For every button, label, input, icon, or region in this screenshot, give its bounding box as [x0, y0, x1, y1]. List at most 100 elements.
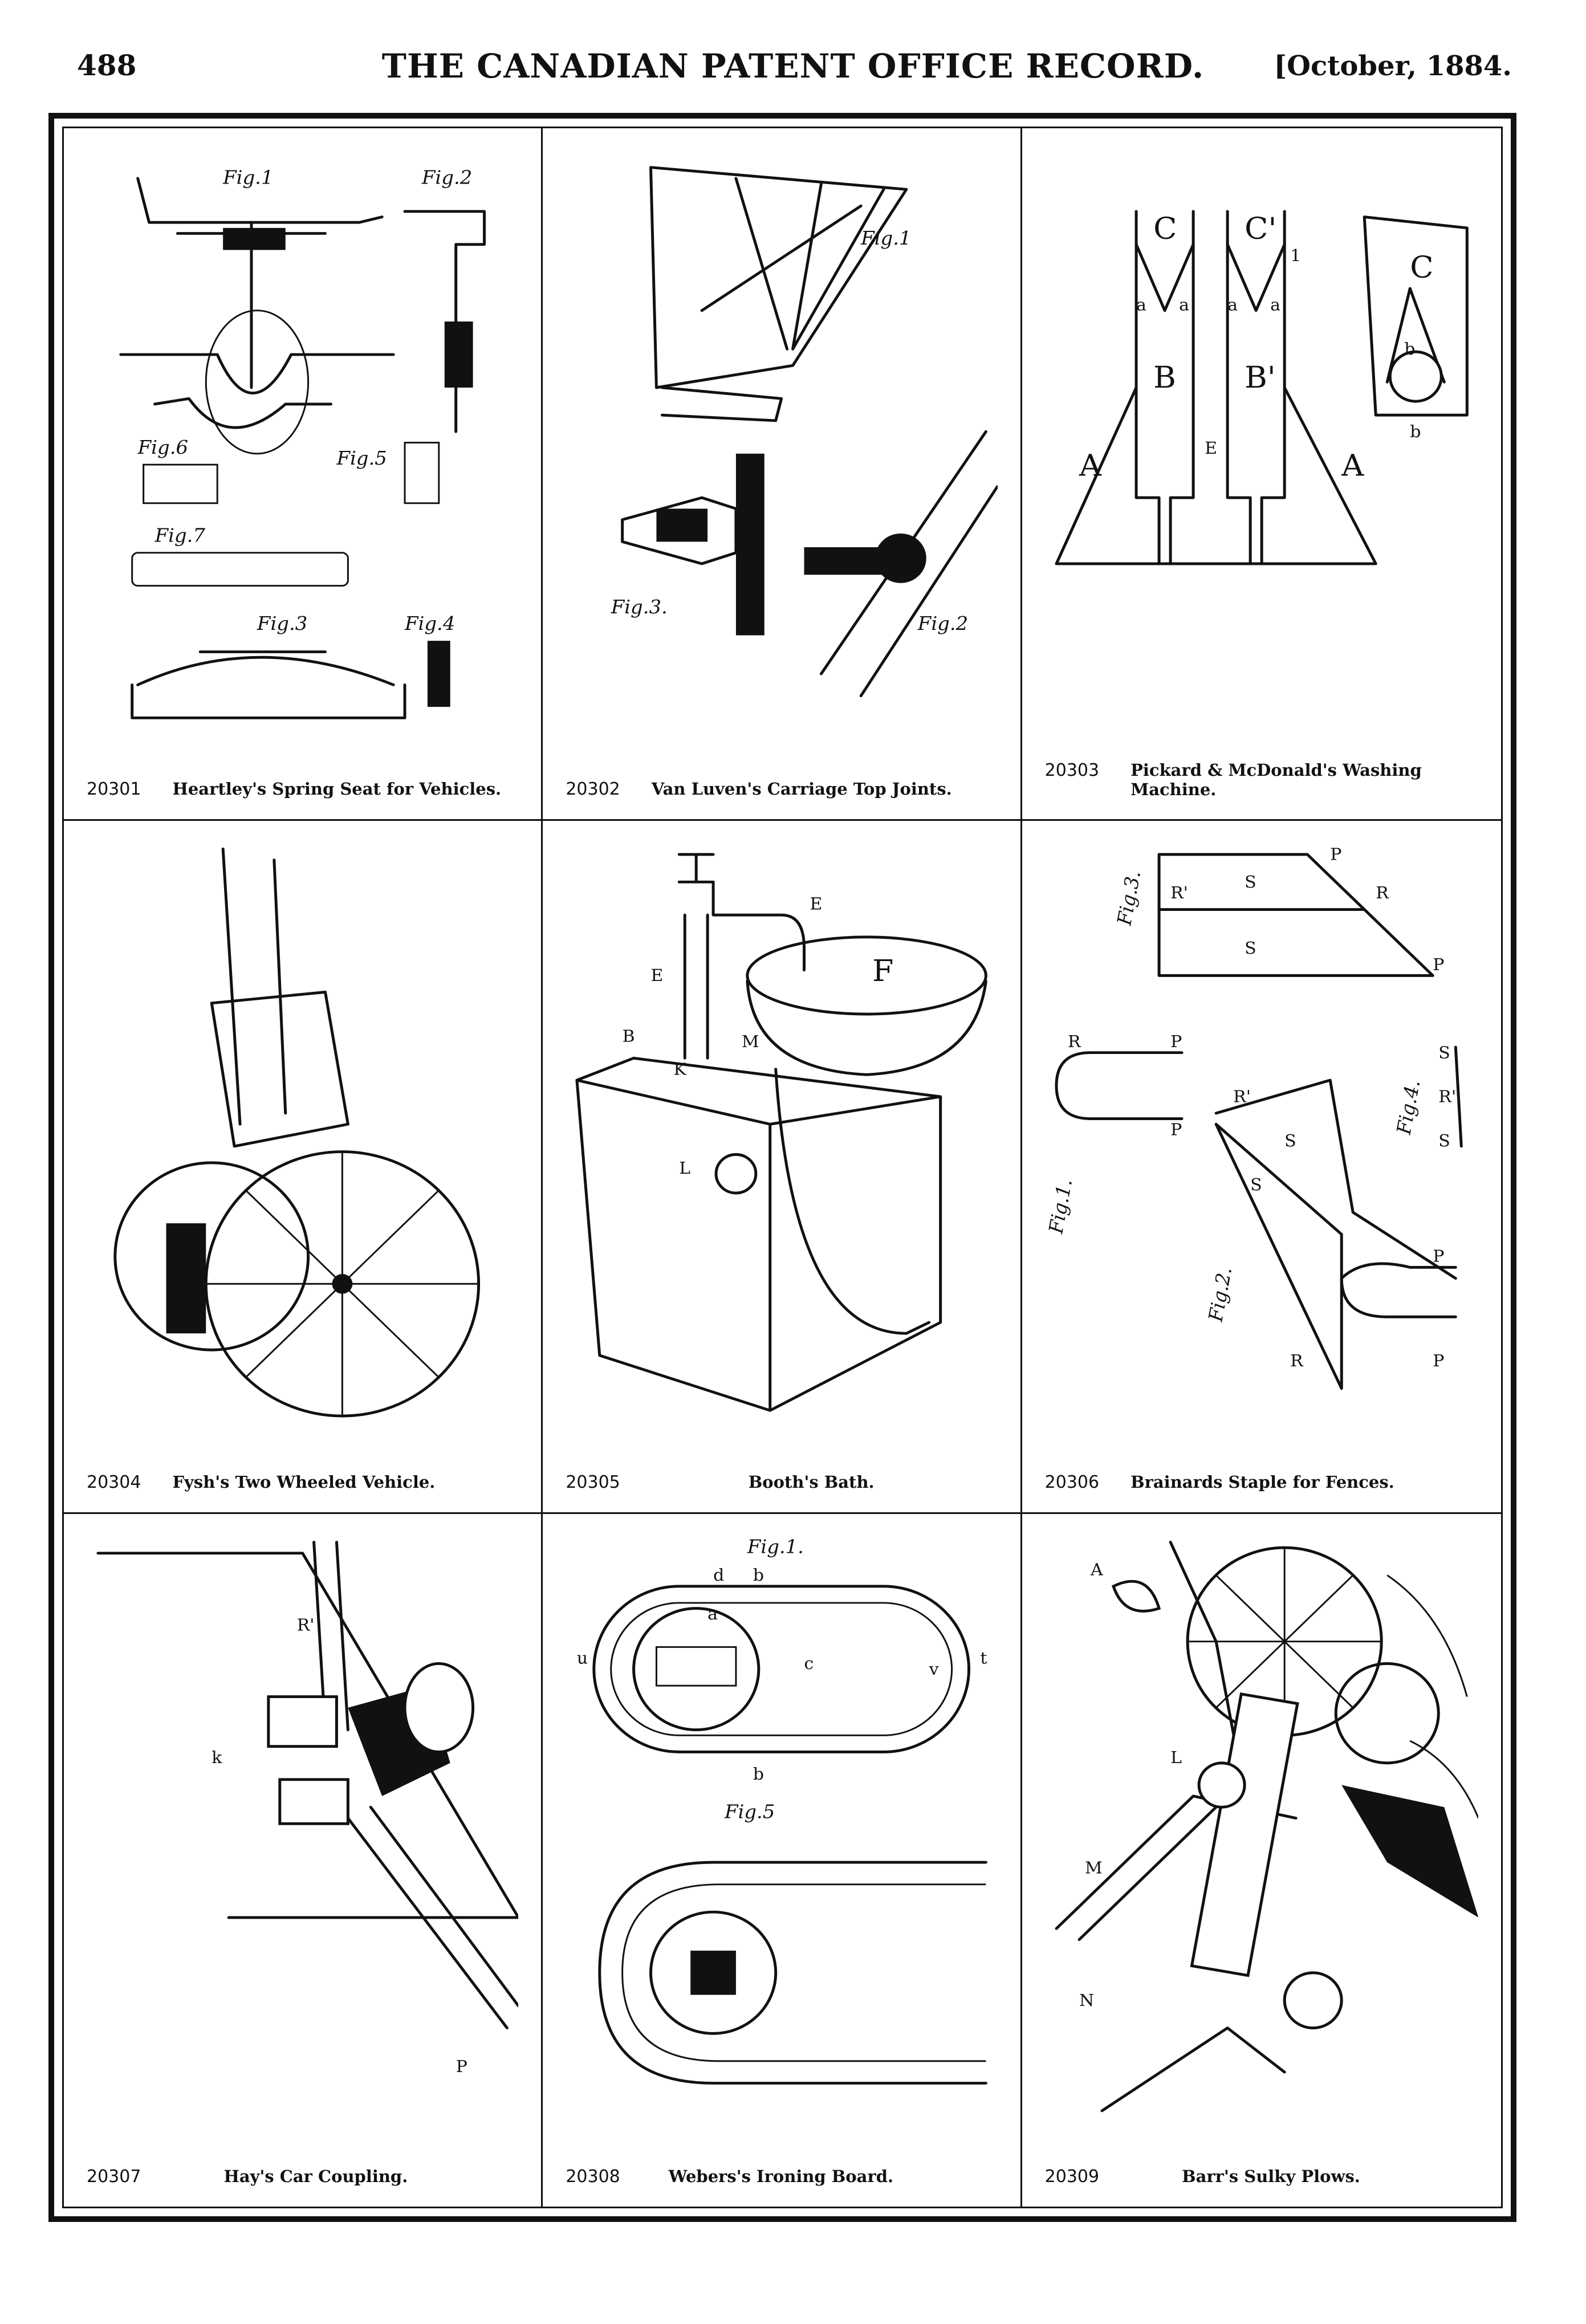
fig-label: Fig.4 — [404, 612, 455, 634]
label: P — [1170, 1032, 1182, 1051]
plate-cell-20303: C C' a a a a 1 B B' E A A C — [1022, 128, 1501, 821]
furrow-wheel — [1334, 1662, 1440, 1764]
label: S — [1245, 873, 1256, 892]
v-rollers — [1134, 243, 1286, 312]
label: A — [1341, 448, 1364, 483]
drawing-bath: E F E B M K L — [566, 838, 997, 1443]
label: L — [1170, 1748, 1182, 1767]
spring-frame — [119, 353, 395, 394]
label: S — [1250, 1175, 1262, 1194]
bath-tub-curve — [774, 1068, 931, 1335]
label: u — [577, 1648, 588, 1667]
label: S — [1438, 1132, 1450, 1150]
tub-body — [1055, 386, 1377, 565]
roller-hub — [1388, 350, 1443, 403]
label: C — [1410, 250, 1433, 285]
fig-label: Fig.3 — [257, 612, 307, 634]
car-coupling-illustration: R' k P — [96, 1540, 520, 2076]
plate-caption: 20306 Brainards Staple for Fences. — [1045, 1472, 1484, 1492]
plate-cell-20305: E F E B M K L 20305 Booth's Bath. — [543, 821, 1022, 1514]
plate-caption: 20309 Barr's Sulky Plows. — [1045, 2167, 1484, 2187]
vehicle-illustration — [113, 848, 481, 1418]
staple-u — [1055, 1051, 1184, 1121]
staple-plate — [1157, 853, 1434, 978]
left-wall — [1134, 210, 1161, 565]
patent-title: Van Luven's Carriage Top Joints. — [651, 779, 952, 799]
label: E — [810, 894, 823, 913]
drawing-carriage-top-joints: Fig.1 Fig.3. Fig.2 — [566, 145, 999, 751]
drawing-ironing-board: Fig.1. d b a c v t u b Fig.5 — [566, 1531, 997, 2138]
label: S — [1438, 1043, 1450, 1062]
plate-cell-20304: 20304 Fysh's Two Wheeled Vehicle. — [64, 821, 543, 1514]
sulky-plow-illustration: A M N L — [1055, 1540, 1479, 2112]
label: S — [1245, 939, 1256, 958]
heater-ring-end — [649, 1910, 778, 2035]
label: E — [1205, 438, 1217, 457]
label: P — [1170, 1120, 1182, 1139]
fig-label: Fig.7 — [154, 524, 206, 546]
label: t — [981, 1648, 987, 1667]
label: c — [804, 1654, 814, 1673]
page-header: 488 THE CANADIAN PATENT OFFICE RECORD. [… — [0, 0, 1586, 108]
draw-bar — [346, 1805, 520, 2029]
fig-label: Fig.4. — [1392, 1078, 1425, 1137]
roller-cone — [1385, 287, 1446, 384]
board-end-inner — [621, 1883, 986, 2062]
plate-grid: Fig.1 Fig.2 Fig.6 Fig.5 Fig.7 — [62, 127, 1503, 2208]
beam-frame — [1190, 1692, 1299, 1977]
wheel-hub — [332, 1274, 353, 1294]
patent-title: Pickard & McDonald's Washing Machine. — [1130, 760, 1422, 800]
staple-end — [1340, 1262, 1457, 1318]
patent-number: 20304 — [87, 1472, 141, 1492]
fence-staple-illustration: Fig.3. S S R R' P P Fig.1. R P P R' — [1044, 845, 1463, 1390]
fig-label: Fig.1. — [1045, 1178, 1076, 1236]
tap-handle — [678, 853, 715, 884]
issue-date: [October, 1884. — [1274, 50, 1512, 82]
drawing-sulky-plow: A M N L — [1045, 1531, 1479, 2138]
plate-cell-20306: Fig.3. S S R R' P P Fig.1. R P P R' — [1022, 821, 1501, 1514]
heater-grate — [656, 1646, 737, 1687]
label: R' — [1438, 1087, 1456, 1106]
ironing-board-illustration: Fig.1. d b a c v t u b Fig.5 — [577, 1536, 988, 2085]
body-panel — [166, 1223, 206, 1334]
spring-coil — [205, 310, 310, 455]
label: P — [1433, 1352, 1444, 1370]
label: v — [929, 1659, 939, 1679]
label: R' — [297, 1615, 315, 1634]
label: R' — [1170, 884, 1188, 902]
right-wall — [1260, 210, 1286, 565]
plate-caption: 20308 Webers's Ironing Board. — [566, 2167, 1003, 2187]
fig-label: Fig.1 — [860, 227, 911, 249]
soil-hatching — [1386, 1574, 1479, 1818]
label: A — [1079, 448, 1102, 483]
label: b — [1410, 422, 1421, 441]
fig-label: Fig.3. — [611, 596, 668, 617]
plate-caption: 20302 Van Luven's Carriage Top Joints. — [566, 779, 1003, 799]
drawing-two-wheeled-vehicle — [87, 838, 518, 1443]
plate-caption: 20305 Booth's Bath. — [566, 1472, 1003, 1492]
rear-plow — [1100, 2026, 1286, 2112]
plow-share — [1341, 1785, 1478, 1918]
bottom-rail — [661, 386, 783, 422]
label: E — [651, 966, 664, 985]
label: M — [742, 1032, 759, 1051]
plate-cell-20308: Fig.1. d b a c v t u b Fig.5 — [543, 1513, 1022, 2207]
label: d — [713, 1565, 724, 1585]
plate-cell-20309: A M N L 20309 Barr's Sulky Plows — [1022, 1514, 1501, 2207]
plate-frame: Fig.1 Fig.2 Fig.6 Fig.5 Fig.7 — [48, 113, 1516, 2222]
label: a — [1270, 295, 1280, 314]
label: P — [1433, 955, 1444, 974]
plate-caption: 20301 Heartley's Spring Seat for Vehicle… — [87, 779, 524, 799]
label: P — [1433, 1247, 1444, 1265]
cabinet — [575, 1057, 942, 1413]
seat-board — [136, 177, 384, 224]
patent-number: 20301 — [87, 779, 141, 800]
lower-bar — [153, 397, 332, 429]
bolt-cap — [621, 496, 738, 565]
label: P — [1330, 845, 1341, 864]
top-frame — [649, 166, 908, 389]
drawing-washing-machine: C C' a a a a 1 B B' E A A C — [1045, 145, 1478, 751]
label: 1 — [1290, 246, 1301, 264]
board-outline — [592, 1585, 971, 1753]
carriage-top-illustration: Fig.1 Fig.3. Fig.2 — [611, 166, 999, 698]
